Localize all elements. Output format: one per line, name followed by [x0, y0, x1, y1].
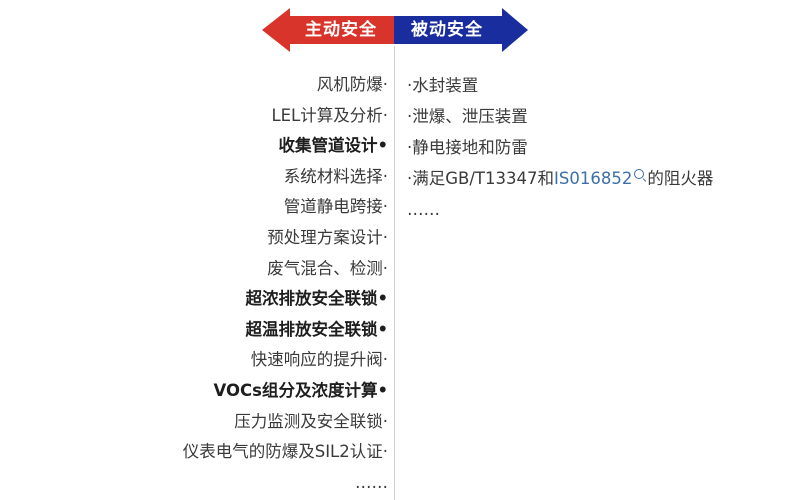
active-item-ellipsis: …… — [355, 472, 388, 492]
passive-item-flame-arrester: ·满足GB/T13347和IS016852 的阻火器 — [407, 163, 802, 194]
active-item: 系统材料选择· — [283, 166, 388, 186]
active-item: 风机防爆· — [316, 75, 388, 94]
passive-item: ·静电接地和防雷 — [407, 138, 528, 157]
active-item: 废气混合、检测· — [267, 258, 388, 278]
active-safety-label: 主动安全 — [305, 20, 377, 40]
passive-item: ·水封装置 — [407, 76, 479, 95]
center-divider — [394, 46, 395, 500]
active-safety-list: 风机防爆· LEL计算及分析· 收集管道设计• 系统材料选择· 管道静电跨接· … — [0, 70, 388, 498]
passive-safety-arrow — [394, 8, 528, 52]
active-item: 仪表电气的防爆及SIL2认证· — [182, 442, 388, 462]
active-item: 压力监测及安全联锁· — [234, 411, 388, 431]
active-item: 预处理方案设计· — [267, 227, 388, 247]
active-safety-arrow — [262, 8, 394, 52]
search-icon[interactable] — [634, 169, 645, 179]
header-arrows — [262, 8, 528, 52]
active-item-bold: VOCs组分及浓度计算• — [213, 380, 388, 400]
passive-safety-label: 被动安全 — [411, 20, 483, 40]
active-item: 管道静电跨接· — [283, 197, 388, 217]
active-item-bold: 超浓排放安全联锁• — [245, 289, 388, 309]
passive-item-suffix: 的阻火器 — [647, 169, 714, 188]
standard-link[interactable]: IS016852 — [553, 169, 633, 188]
active-item-bold: 收集管道设计• — [278, 136, 388, 156]
active-item: 快速响应的提升阀· — [250, 350, 388, 370]
passive-item-prefix: ·满足GB/T13347和 — [407, 169, 554, 188]
active-item: LEL计算及分析· — [271, 105, 388, 125]
passive-item: ·泄爆、泄压装置 — [407, 107, 528, 126]
active-item-bold: 超温排放安全联锁• — [245, 319, 388, 339]
passive-item-ellipsis: …… — [407, 200, 440, 219]
passive-safety-list: ·水封装置 ·泄爆、泄压装置 ·静电接地和防雷 ·满足GB/T13347和IS0… — [407, 70, 802, 225]
